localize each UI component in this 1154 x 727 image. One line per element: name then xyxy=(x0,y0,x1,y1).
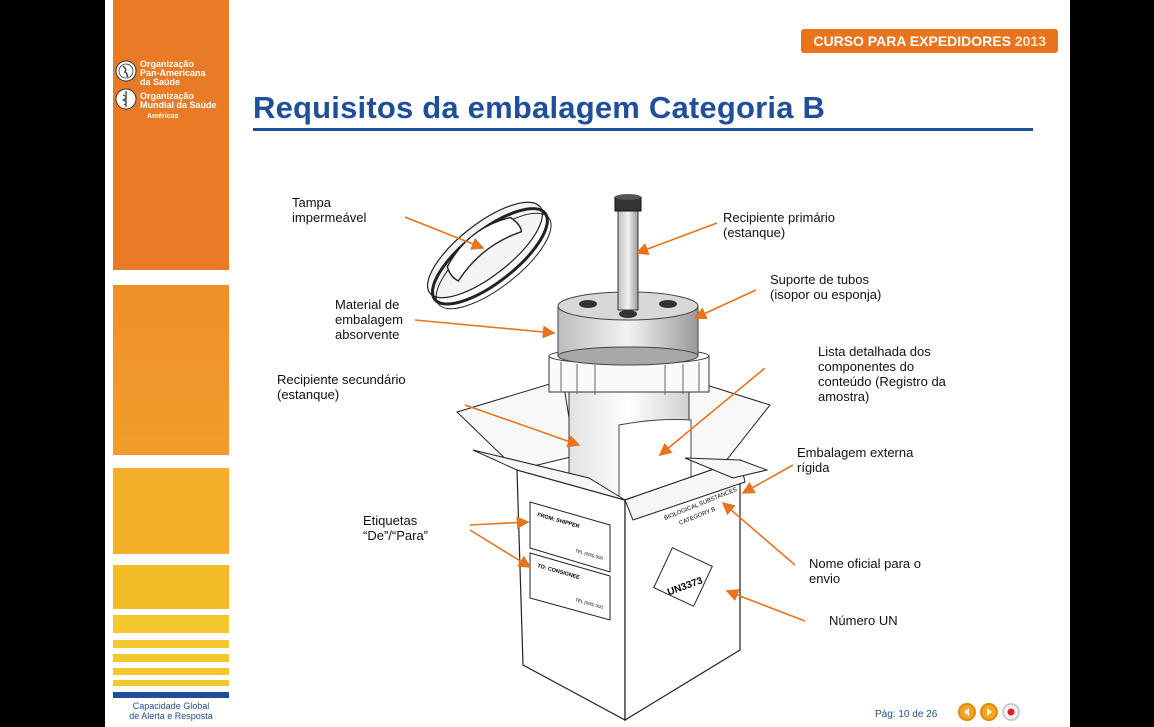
page-title: Requisitos da embalagem Categoria B xyxy=(253,90,826,125)
sidebar-stripe-2 xyxy=(113,640,229,648)
label-lid: Tampa impermeável xyxy=(292,195,366,225)
label-absorbent: Material de embalagem absorvente xyxy=(335,297,403,342)
label-outer-line-1: Embalagem externa xyxy=(797,445,914,460)
label-absorbent-line-2: embalagem xyxy=(335,312,403,327)
primary-tube xyxy=(614,194,642,311)
page-indicator: Pág: 10 de 26 xyxy=(875,709,938,720)
label-list-line-1: Lista detalhada dos xyxy=(818,344,931,359)
sidebar-block-3 xyxy=(113,468,229,554)
who-sub: Américas xyxy=(147,113,179,120)
next-arrow-icon xyxy=(987,708,992,716)
who-logo-icon xyxy=(115,88,137,110)
sidebar-blue-bar xyxy=(113,692,229,698)
label-lid-line-2: impermeável xyxy=(292,210,367,225)
paho-line-2: Pan-Americana xyxy=(140,68,206,78)
prev-arrow-icon xyxy=(964,708,969,716)
lid xyxy=(426,201,552,310)
label-lid-line-1: Tampa xyxy=(292,195,332,210)
course-badge: CURSO PARA EXPEDIDORES 2013 xyxy=(801,29,1058,53)
label-rack-line-1: Suporte de tubos xyxy=(770,272,870,287)
label-primary-line-2: (estanque) xyxy=(723,225,786,240)
label-secondary-line-2: (estanque) xyxy=(277,387,340,402)
label-tags-line-1: Etiquetas xyxy=(363,513,418,528)
callout-arrows xyxy=(404,216,806,622)
sidebar-block-2 xyxy=(113,285,229,455)
sidebar: Organização Pan-Americana da Saúde Organ… xyxy=(105,0,230,727)
who-line-2: Mundial da Saúde xyxy=(140,100,217,110)
sidebar-block-1 xyxy=(113,0,229,270)
label-tags-line-2: “De”/“Para” xyxy=(363,528,429,543)
label-list-line-2: componentes do xyxy=(818,359,915,374)
sidebar-stripe-5 xyxy=(113,680,229,686)
slide: Organização Pan-Americana da Saúde Organ… xyxy=(105,0,1070,727)
sidebar-stripe-1 xyxy=(113,615,229,633)
label-primary: Recipiente primário (estanque) xyxy=(723,210,835,240)
label-list-line-4: amostra) xyxy=(818,389,870,404)
label-un-number: Número UN xyxy=(829,613,898,628)
course-badge-year: 2013 xyxy=(1014,33,1046,49)
prev-button[interactable] xyxy=(958,703,976,721)
sidebar-block-4 xyxy=(113,565,229,609)
stop-dot-icon xyxy=(1007,708,1015,716)
sidebar-footer: Capacidade Global de Alerta e Resposta xyxy=(113,701,229,721)
label-rack-line-2: (isopor ou esponja) xyxy=(770,287,882,302)
label-absorbent-line-1: Material de xyxy=(335,297,400,312)
sidebar-footer-line-2: de Alerta e Resposta xyxy=(129,711,213,721)
label-outer: Embalagem externa rígida xyxy=(797,445,913,475)
label-tags: Etiquetas “De”/“Para” xyxy=(363,513,428,543)
paho-name: Organização Pan-Americana da Saúde xyxy=(140,60,206,87)
label-outer-line-2: rígida xyxy=(797,460,830,475)
title-rule xyxy=(253,128,1033,131)
who-name: Organização Mundial da Saúde xyxy=(140,92,217,110)
next-button[interactable] xyxy=(980,703,998,721)
paho-line-1: Organização xyxy=(140,59,195,69)
label-shipping-name-line-2: envio xyxy=(809,571,841,586)
label-list-line-3: conteúdo (Registro da xyxy=(818,374,946,389)
label-un-number-line-1: Número UN xyxy=(829,613,898,628)
stop-button[interactable] xyxy=(1002,703,1020,721)
label-rack: Suporte de tubos (isopor ou esponja) xyxy=(770,272,881,302)
paho-logo-icon xyxy=(115,60,137,82)
who-line-1: Organização xyxy=(140,91,195,101)
label-list: Lista detalhada dos componentes do conte… xyxy=(818,344,946,404)
sidebar-stripe-3 xyxy=(113,654,229,662)
course-badge-text: CURSO PARA EXPEDIDORES xyxy=(813,33,1011,49)
sidebar-stripe-4 xyxy=(113,668,229,675)
label-secondary: Recipiente secundário (estanque) xyxy=(277,372,406,402)
sidebar-footer-line-1: Capacidade Global xyxy=(132,701,210,711)
label-secondary-line-1: Recipiente secundário xyxy=(277,372,406,387)
packaging-diagram: FROM: SHIPPER TEL (000) 000 TO: CONSIGNE… xyxy=(404,194,806,722)
paho-line-3: da Saúde xyxy=(140,77,181,87)
label-absorbent-line-3: absorvente xyxy=(335,327,400,342)
label-shipping-name-line-1: Nome oficial para o xyxy=(809,556,921,571)
label-primary-line-1: Recipiente primário xyxy=(723,210,835,225)
label-shipping-name: Nome oficial para o envio xyxy=(809,556,921,586)
